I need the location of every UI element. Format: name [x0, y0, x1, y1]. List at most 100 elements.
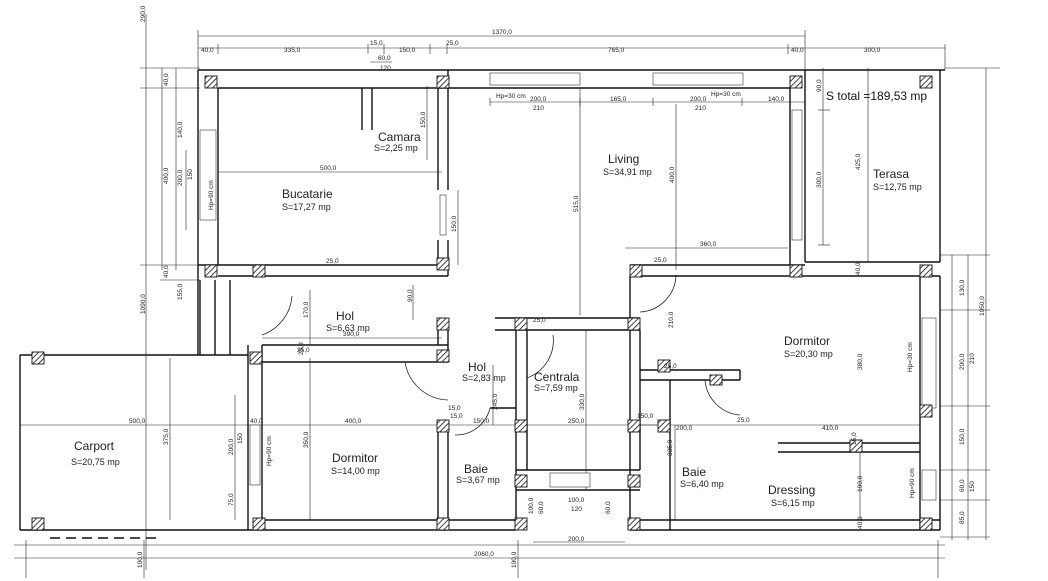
dim-hol: 170,0: [303, 301, 310, 318]
dim-living-top2: 210: [533, 105, 544, 112]
room-baie2-name: Baie: [682, 465, 706, 479]
dim-left-outer: 290,0: [140, 5, 147, 22]
columns: [31, 75, 933, 531]
dim-bottom-small: 60,0: [605, 501, 612, 514]
dim-dormitor1: 25,0: [664, 363, 677, 370]
dim-carport: 500,0: [129, 418, 146, 425]
dim-hp: Hp=30 cm: [496, 93, 526, 100]
dim-hp: Hp=30 cm: [711, 91, 741, 98]
dim-top-inner: 60,0: [378, 55, 391, 62]
dim-top: 40,0: [201, 47, 214, 54]
room-hol2-name: Hol: [468, 360, 486, 374]
room-baie1-name: Baie: [464, 462, 488, 476]
dimension-lines: [14, 14, 1000, 578]
room-living-area: S=34,91 mp: [603, 167, 652, 177]
dim-bottom: 100,0: [137, 551, 144, 568]
dim-living: 360,0: [700, 241, 717, 248]
dim-centrala: 15,0: [450, 413, 463, 420]
dim-dormitor2: 25,0: [298, 342, 305, 355]
dim-dormitor1: 40,0: [857, 516, 864, 529]
dim-bucatarie: 25,0: [326, 258, 339, 265]
dim-right: 210: [969, 353, 976, 364]
dim-dormitor2: 75,0: [228, 493, 235, 506]
walls: [19, 69, 945, 531]
room-camara-area: S=2,25 mp: [374, 143, 418, 153]
dim-dormitor1: 150,0: [637, 413, 654, 420]
room-centrala-name: Centrala: [534, 370, 580, 384]
dim-right-total: 1050,0: [979, 296, 986, 316]
dim-dormitor1: 25,0: [737, 417, 750, 424]
room-baie1-area: S=3,67 mp: [456, 475, 500, 485]
room-living-name: Living: [608, 152, 639, 166]
total-area: S total =189,53 mp: [826, 89, 927, 103]
dim-dormitor1: 380,0: [857, 353, 864, 370]
dim-living-top: 165,0: [610, 96, 627, 103]
dim-hp-right: Hp=90 cm: [909, 468, 916, 498]
dim-top: 25,0: [446, 40, 459, 47]
dim-terasa: 300,0: [816, 171, 823, 188]
room-hol1-area: S=6,63 mp: [326, 323, 370, 333]
dim-top-total: 1370,0: [492, 29, 512, 36]
dim-top: 335,0: [284, 47, 301, 54]
dim-bucatarie: 150,0: [420, 111, 427, 128]
dim-carport: 375,0: [163, 428, 170, 445]
dim-dormitor2: 150: [237, 433, 244, 444]
dim-baie1: 150,0: [473, 418, 490, 425]
room-dressing-area: S=6,15 mp: [771, 498, 815, 508]
dim-centrala: 25,0: [533, 317, 546, 324]
windows: [199, 72, 937, 501]
dimension-text: 1370,0 40,0 335,0 15,0 150,0 25,0 765,0 …: [129, 5, 986, 568]
dim-terasa: 90,0: [816, 79, 823, 92]
room-camara-name: Camara: [378, 130, 421, 144]
dim-bottom-small: 120: [571, 506, 582, 513]
dim-bottom: 200,0: [568, 536, 585, 543]
dim-right: 130,0: [959, 279, 966, 296]
dim-left: 40,0: [163, 265, 170, 278]
dim-dormitor1: 15,0: [851, 432, 858, 445]
room-dormitor1-name: Dormitor: [784, 334, 830, 348]
dim-left: 155,0: [177, 283, 184, 300]
dim-baie1: 245,0: [492, 393, 499, 410]
dim-bucatarie: 90,0: [407, 289, 414, 302]
dim-hol: 25,0: [297, 347, 310, 354]
doors: [261, 274, 741, 436]
dim-terasa: 40,0: [855, 262, 862, 275]
dim-bucatarie: 150,0: [451, 215, 458, 232]
room-dormitor1-area: S=20,30 mp: [784, 349, 833, 359]
dim-left: 40,0: [163, 73, 170, 86]
dim-hp-left: Hp=90 cm: [208, 180, 215, 210]
dim-left: 400,0: [163, 167, 170, 184]
dim-dormitor1: 410,0: [822, 425, 839, 432]
dim-hp-right: Hp=30 cm: [907, 342, 914, 372]
dim-top: 15,0: [370, 40, 383, 47]
dim-right: 150: [969, 481, 976, 492]
dim-baie1: 15,0: [448, 405, 461, 412]
dim-top: 300,0: [864, 47, 881, 54]
dim-bottom-small: 60,0: [538, 501, 545, 514]
dim-left: 200,0: [177, 169, 184, 186]
room-carport-area: S=20,75 mp: [71, 457, 120, 467]
dim-bucatarie: 500,0: [320, 165, 337, 172]
dim-dormitor2: Hp=90 cm: [266, 436, 273, 466]
dim-living-top: 140,0: [768, 96, 785, 103]
dim-living-top: 200,0: [690, 96, 707, 103]
dim-baie2: 335,0: [667, 439, 674, 456]
dim-living: 400,0: [669, 166, 676, 183]
room-dressing-name: Dressing: [768, 483, 815, 497]
dim-left: 150: [187, 169, 194, 180]
room-hol1-name: Hol: [336, 309, 354, 323]
dim-top: 765,0: [608, 47, 625, 54]
room-centrala-area: S=7,59 mp: [534, 383, 578, 393]
room-baie2-area: S=6,40 mp: [680, 479, 724, 489]
dim-living-top2: 210: [695, 105, 706, 112]
dim-top-inner: 120: [380, 65, 391, 72]
dim-right: 85,0: [959, 511, 966, 524]
room-terasa-area: S=12,75 mp: [873, 182, 922, 192]
dim-dormitor2: 400,0: [345, 418, 362, 425]
dim-dormitor2: 200,0: [228, 438, 235, 455]
dim-terasa: 425,0: [855, 153, 862, 170]
dim-living-top: 200,0: [530, 96, 547, 103]
dim-left: 140,0: [177, 121, 184, 138]
dim-dormitor1: 210,0: [668, 311, 675, 328]
